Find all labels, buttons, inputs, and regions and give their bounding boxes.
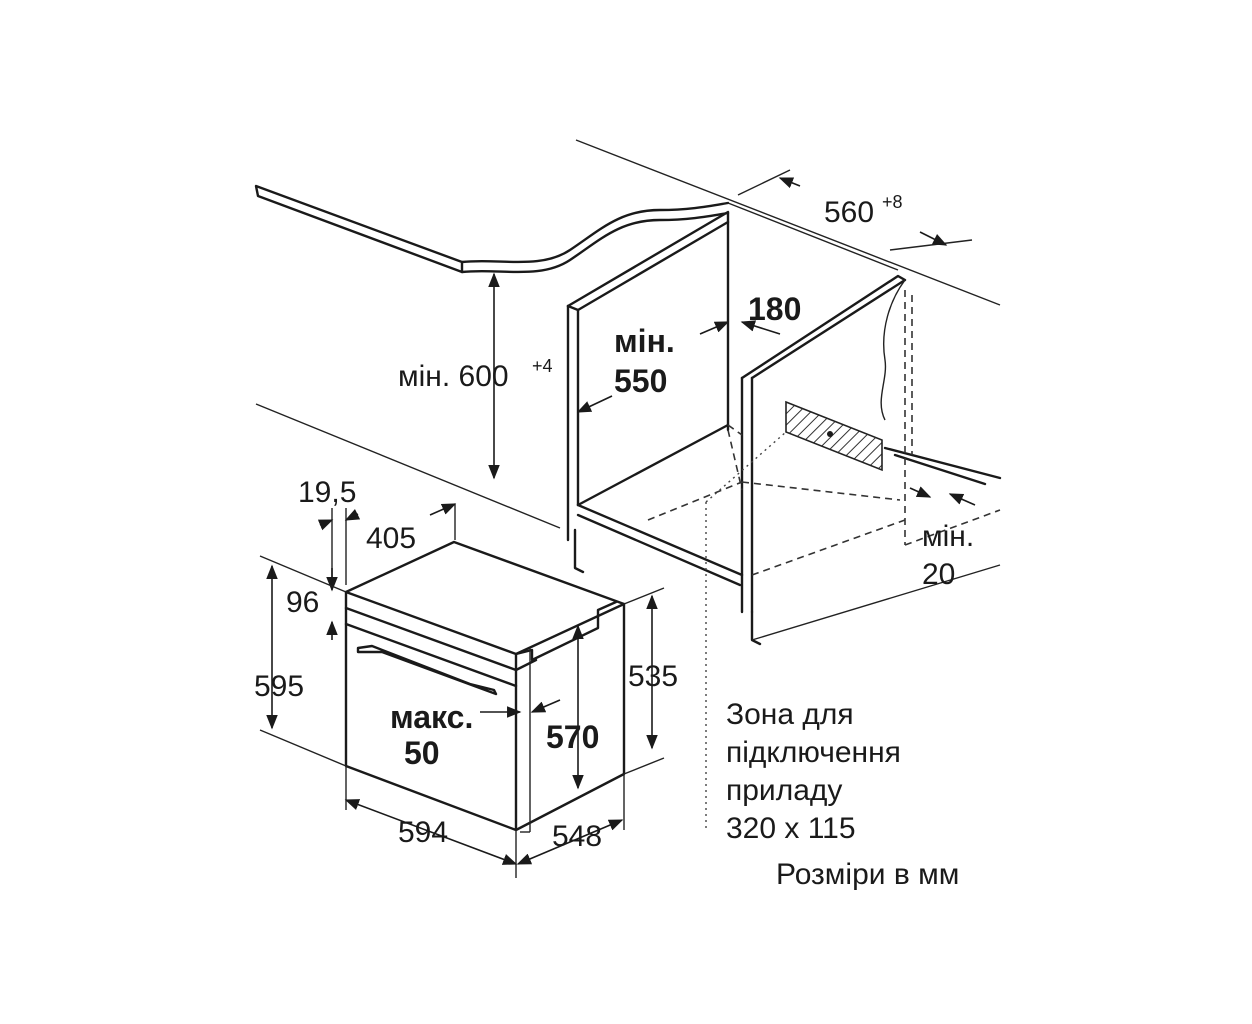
label-inner-height: 570 bbox=[546, 719, 599, 755]
label-rear-gap: 180 bbox=[748, 291, 801, 327]
oven bbox=[344, 540, 626, 833]
label-depth: 548 bbox=[552, 820, 602, 853]
label-niche-width: 560 bbox=[824, 196, 874, 229]
label-top-panel: 96 bbox=[286, 586, 319, 619]
zone-note-line-4: 320 x 115 bbox=[726, 812, 856, 845]
label-min-height-tol: +4 bbox=[532, 356, 553, 376]
label-bottom-gap-value: 20 bbox=[922, 558, 955, 591]
label-max-value: 50 bbox=[404, 735, 440, 771]
cabinet-niche bbox=[566, 210, 1002, 646]
label-front-offset: 19,5 bbox=[298, 476, 356, 509]
label-side-height: 535 bbox=[628, 660, 678, 693]
label-min-depth-prefix: мін. bbox=[614, 323, 675, 359]
label-width: 594 bbox=[398, 816, 448, 849]
label-bottom-gap-prefix: мін. bbox=[922, 520, 974, 553]
zone-note-line-2: підключення bbox=[726, 736, 901, 769]
label-niche-width-tol: +8 bbox=[882, 192, 903, 212]
label-min-depth-value: 550 bbox=[614, 363, 667, 399]
zone-note-line-1: Зона для bbox=[726, 698, 854, 731]
connection-zone bbox=[705, 400, 883, 828]
label-door-top: 405 bbox=[366, 522, 416, 555]
zone-note-line-3: приладу bbox=[726, 774, 842, 807]
label-total-height: 595 bbox=[254, 670, 304, 703]
label-min-height: мін. 600 bbox=[398, 360, 509, 393]
units-note: Розміри в мм bbox=[776, 858, 959, 891]
dimension-lines bbox=[255, 169, 976, 878]
label-max-prefix: макс. bbox=[390, 699, 473, 735]
countertop bbox=[254, 139, 1001, 306]
